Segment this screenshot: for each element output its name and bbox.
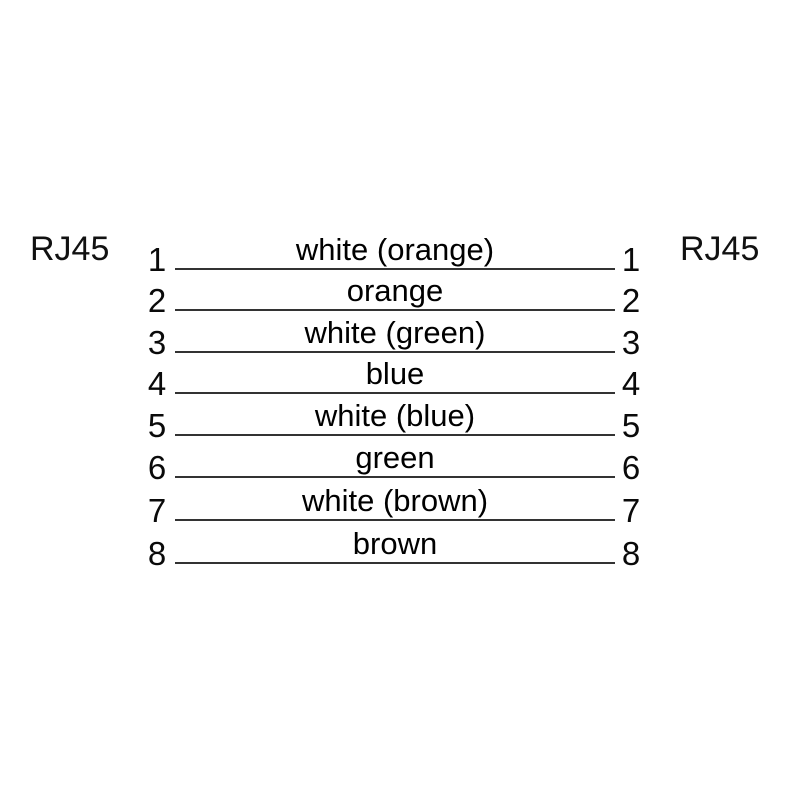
wire-label: brown — [352, 526, 438, 561]
pin-number-right: 2 — [621, 282, 641, 319]
wire-line — [175, 434, 615, 436]
pin-number-right: 7 — [621, 492, 641, 529]
connector-label-right: RJ45 — [680, 230, 760, 268]
wire-label: white (brown) — [301, 483, 489, 518]
pin-number-left: 6 — [147, 449, 167, 486]
wire-label: blue — [365, 356, 425, 391]
wire-line — [175, 562, 615, 564]
wire-line — [175, 309, 615, 311]
wire-label: green — [355, 440, 435, 475]
pin-number-right: 3 — [621, 324, 641, 361]
wire-line — [175, 351, 615, 353]
pin-number-left: 1 — [147, 241, 167, 278]
pin-number-right: 1 — [621, 241, 641, 278]
wire-label: orange — [346, 273, 444, 308]
pin-number-left: 4 — [147, 365, 167, 402]
pin-number-left: 2 — [147, 282, 167, 319]
wire-line — [175, 519, 615, 521]
wire-label: white (blue) — [314, 398, 476, 433]
pin-number-left: 7 — [147, 492, 167, 529]
wire-line — [175, 268, 615, 270]
pin-number-left: 3 — [147, 324, 167, 361]
pin-number-left: 5 — [147, 407, 167, 444]
wire-label: white (green) — [304, 315, 486, 350]
pin-number-left: 8 — [147, 535, 167, 572]
pin-number-right: 8 — [621, 535, 641, 572]
wire-label: white (orange) — [295, 232, 495, 267]
pin-number-right: 4 — [621, 365, 641, 402]
pin-number-right: 5 — [621, 407, 641, 444]
connector-label-left: RJ45 — [30, 230, 110, 268]
wire-line — [175, 476, 615, 478]
wire-line — [175, 392, 615, 394]
pin-number-right: 6 — [621, 449, 641, 486]
